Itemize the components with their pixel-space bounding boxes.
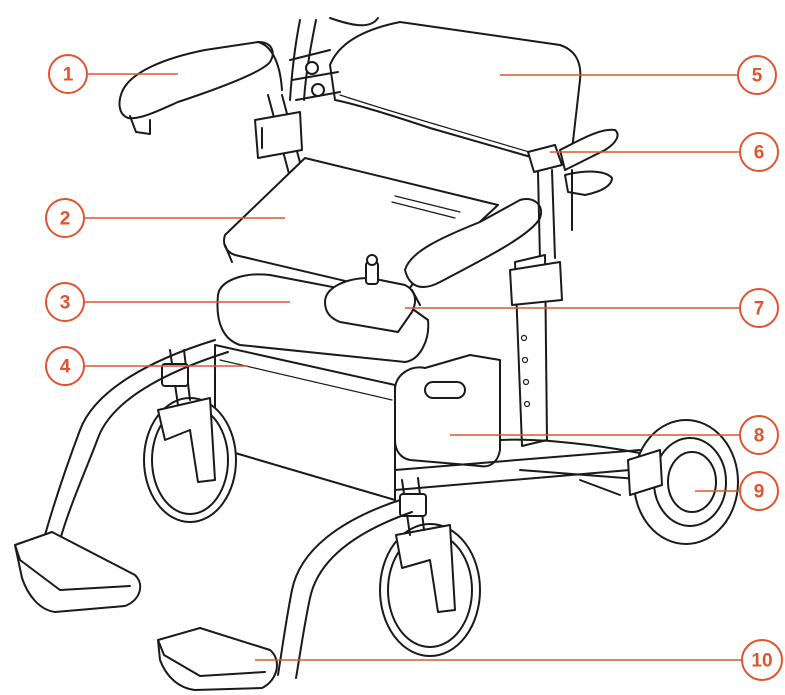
callout-label-2: 2 [60,209,71,230]
storage-basket [394,354,501,468]
left-armrest [118,41,274,120]
callout-label-9: 9 [754,482,765,503]
cup-holder [324,277,417,333]
footplate [157,627,278,691]
callout-6: 6 [739,132,779,172]
rollator-illustration [14,17,739,691]
callout-10: 10 [741,639,783,681]
callout-label-1: 1 [63,65,74,86]
callout-badges: 1 5 6 2 3 7 4 8 [45,54,783,681]
callout-7: 7 [739,288,779,328]
callout-label-6: 6 [754,143,765,164]
callout-label-7: 7 [754,299,765,320]
callout-4: 4 [45,346,85,386]
callout-label-3: 3 [60,293,71,314]
callout-8: 8 [739,415,779,455]
leader-lines [84,73,742,661]
backrest-pad [329,21,582,164]
callout-label-8: 8 [754,426,765,447]
callout-1: 1 [48,54,88,94]
callout-2: 2 [45,198,85,238]
callout-label-5: 5 [752,66,763,87]
callout-3: 3 [45,282,85,322]
callout-label-10: 10 [751,651,772,672]
callout-label-4: 4 [60,357,71,378]
callout-5: 5 [737,55,777,95]
callout-9: 9 [739,471,779,511]
